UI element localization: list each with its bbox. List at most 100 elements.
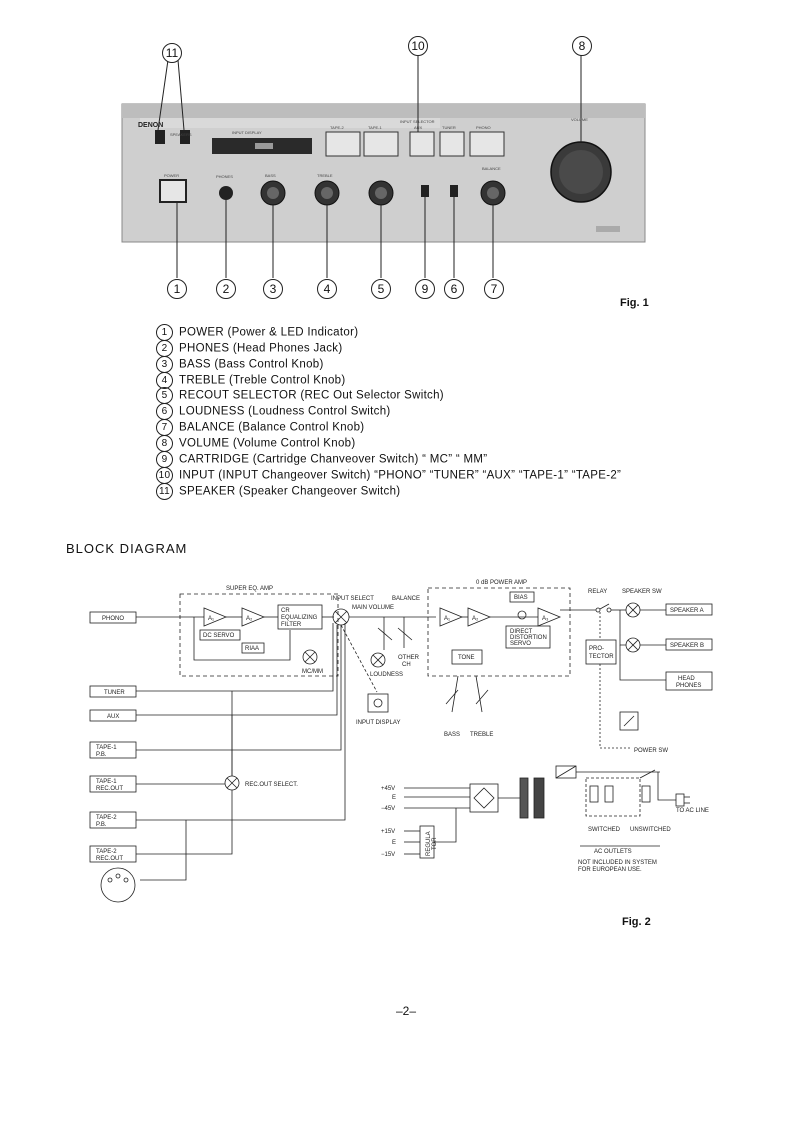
not-included-label: NOT INCLUDED IN SYSTEM (578, 860, 657, 866)
panel-volume-label: VOLUME (571, 117, 588, 122)
to-ac-line-label: TO AC LINE (676, 808, 709, 814)
tape1-pb-label-1: TAPE-1 (96, 745, 117, 751)
block-diagram-heading: BLOCK DIAGRAM (66, 541, 188, 556)
panel-phono-label: PHONO (476, 125, 491, 130)
panel-bass-label: BASS (265, 173, 276, 178)
super-eq-amp-label: SUPER EQ. AMP (226, 586, 273, 592)
callout-9: 9 (415, 279, 435, 299)
panel-tape2-label: TAPE-2 (330, 125, 344, 130)
legend-number: 5 (156, 387, 173, 404)
legend-number: 10 (156, 467, 173, 484)
callout-6: 6 (444, 279, 464, 299)
fig2-caption: Fig. 2 (622, 916, 651, 928)
switched-label: SWITCHED (588, 827, 621, 833)
p15-label: +15V (381, 829, 395, 835)
callout-8: 8 (572, 36, 592, 56)
legend-item-phones: 2 PHONES (Head Phones Jack) (156, 340, 343, 357)
dc-servo-label: DC SERVO (203, 633, 235, 639)
input-select-label: INPUT SELECT (331, 596, 374, 602)
cr-label: CR (281, 608, 290, 614)
speaker-a-label: SPEAKER A (670, 608, 704, 614)
panel-power-label: POWER (164, 173, 179, 178)
phono-input-label: PHONO (102, 616, 124, 622)
tape1-rec-label-2: REC.OUT (96, 786, 123, 792)
distortion-label: DISTORTION (510, 635, 547, 641)
page-number: –2– (396, 1004, 417, 1018)
tector-label: TECTOR (589, 654, 614, 660)
riaa-label: RIAA (245, 646, 259, 652)
callout-1: 1 (167, 279, 187, 299)
callout-7: 7 (484, 279, 504, 299)
legend-text: BASS (Bass Control Knob) (179, 358, 324, 371)
tape1-rec-label-1: TAPE-1 (96, 779, 117, 785)
block-diagram: SUPER EQ. AMP PHONO A₁ A₂ CR EQUALIZING … (89, 580, 713, 903)
panel-tape1-label: TAPE-1 (368, 125, 382, 130)
panel-brand: DENON (138, 122, 163, 129)
regula-label: REGULA (426, 831, 432, 856)
direct-label: DIRECT (510, 629, 533, 635)
legend-number: 6 (156, 403, 173, 420)
callout-11: 11 (162, 43, 182, 63)
callout-2: 2 (216, 279, 236, 299)
input-display-label: INPUT DISPLAY (356, 720, 400, 726)
legend-text: CARTRIDGE (Cartridge Chanveover Switch) … (179, 453, 488, 466)
mc-mm-label: MC/MM (302, 669, 323, 675)
legend-text: BALANCE (Balance Control Knob) (179, 421, 365, 434)
e2-label: E (392, 840, 396, 846)
legend-number: 9 (156, 451, 173, 468)
tape2-rec-label-1: TAPE-2 (96, 849, 117, 855)
panel-balance-label: BALANCE (482, 166, 501, 171)
aux-label: AUX (107, 714, 119, 720)
speaker-b-label: SPEAKER B (670, 643, 704, 649)
legend-number: 2 (156, 340, 173, 357)
treble-label: TREBLE (470, 732, 493, 738)
panel-treble-label: TREBLE (317, 173, 333, 178)
filter-label: FILTER (281, 622, 302, 628)
loudness-label: LOUDNESS (370, 672, 403, 678)
ac-outlets-label: AC OUTLETS (594, 849, 632, 855)
legend-text: PHONES (Head Phones Jack) (179, 342, 343, 355)
legend-text: TREBLE (Treble Control Knob) (179, 374, 346, 387)
callout-3: 3 (263, 279, 283, 299)
tape2-pb-label-1: TAPE-2 (96, 815, 117, 821)
a3-label: A₃ (542, 616, 549, 622)
panel-speakers-label: SPEAKERS (170, 132, 192, 137)
callout-10: 10 (408, 36, 428, 56)
legend-text: SPEAKER (Speaker Changeover Switch) (179, 485, 401, 498)
legend-text: VOLUME (Volume Control Knob) (179, 437, 356, 450)
legend-text: POWER (Power & LED Indicator) (179, 326, 359, 339)
other-label: OTHER (398, 655, 420, 661)
m15-label: −15V (381, 852, 395, 858)
relay-label: RELAY (588, 589, 607, 595)
ch-label: CH (402, 662, 411, 668)
front-panel-drawing: DENON SPEAKERS INPUT DISPLAY INPUT SELEC… (121, 54, 646, 278)
pro-label: PRO- (589, 646, 604, 652)
equalizing-label: EQUALIZING (281, 615, 318, 621)
panel-aux-label: AUX (414, 125, 423, 130)
tone-label: TONE (458, 655, 475, 661)
for-european-label: FOR EUROPEAN USE. (578, 867, 642, 873)
legend-item-power: 1 POWER (Power & LED Indicator) (156, 324, 359, 341)
panel-tuner-label: TUNER (442, 125, 456, 130)
callout-5: 5 (371, 279, 391, 299)
legend-number: 1 (156, 324, 173, 341)
balance-label: BALANCE (392, 596, 420, 602)
p45-label: +45V (381, 786, 395, 792)
fig1-caption: Fig. 1 (620, 297, 649, 309)
tape2-rec-label-2: REC.OUT (96, 856, 123, 862)
power-amp-label: 0 dB POWER AMP (476, 580, 527, 586)
a1-label: A₁ (208, 616, 214, 622)
a2-label: A₂ (246, 616, 253, 622)
legend-item-input: 10 INPUT (INPUT Changeover Switch) “PHONO… (156, 467, 622, 484)
legend-text: INPUT (INPUT Changeover Switch) “PHONO” … (179, 469, 622, 482)
pa-a1-label: A₁ (444, 616, 450, 622)
bias-label: BIAS (514, 595, 528, 601)
phones-label: PHONES (676, 683, 701, 689)
tor-label: TOR (432, 837, 438, 850)
